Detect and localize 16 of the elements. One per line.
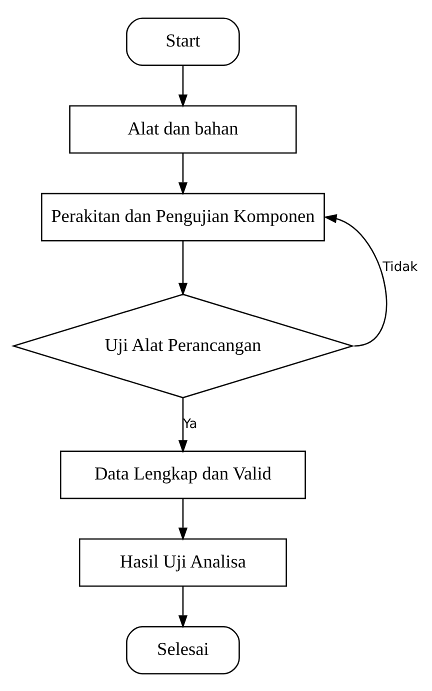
- node-box: Perakitan dan Pengujian Komponen: [41, 192, 325, 241]
- node-box: Data Lengkap dan Valid: [60, 450, 306, 499]
- node-box: Hasil Uji Analisa: [78, 538, 287, 586]
- arrow: [324, 214, 388, 346]
- edge-label: Ya: [183, 416, 198, 432]
- arrow: [178, 586, 188, 628]
- edge-label: Tidak: [382, 259, 418, 274]
- arrow: [178, 152, 188, 195]
- arrow: [178, 64, 188, 108]
- arrow: [178, 397, 188, 453]
- node-diamond: Uji Alat Perancangan: [11, 293, 355, 398]
- node-box: Start: [126, 17, 240, 66]
- node-box: Selesai: [126, 626, 240, 674]
- arrow: [178, 240, 188, 296]
- node-box: Alat dan bahan: [69, 104, 297, 154]
- arrow: [178, 498, 188, 540]
